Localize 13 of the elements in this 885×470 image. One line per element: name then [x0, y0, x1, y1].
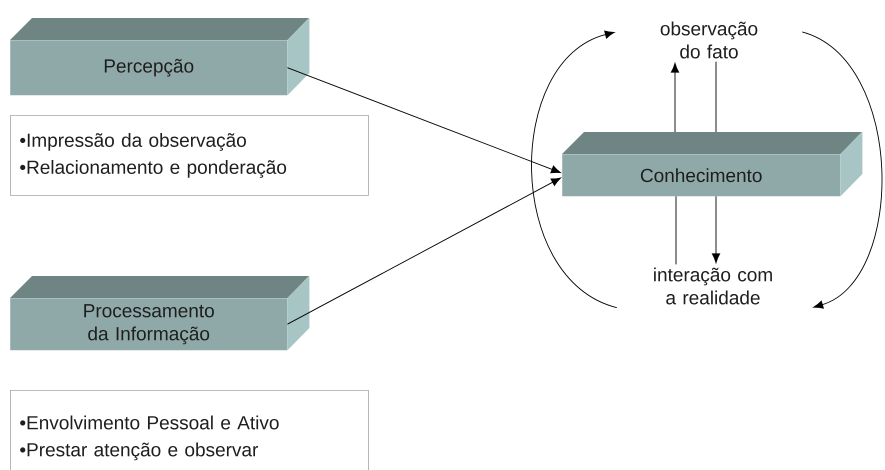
arrow: [286, 178, 561, 325]
arrow: [670, 62, 680, 132]
block-box: Conhecimento: [562, 132, 862, 196]
arrow: [712, 196, 720, 264]
block-box: Percepção: [10, 18, 310, 96]
arrow: [286, 67, 561, 174]
stage-label: interação com a realidade: [654, 268, 772, 304]
arrow: [531, 30, 618, 308]
arrow: [802, 32, 882, 309]
stage-label: observação do fato: [660, 22, 758, 58]
bullet-list-box: •Envolvimento Pessoal e Ativo •Prestar atenção e observar: [10, 390, 369, 470]
block-box: Processamento da Informação: [10, 276, 310, 350]
bullet-list-box: •Impressão da observação •Relacionamento e ponderação: [10, 115, 369, 196]
